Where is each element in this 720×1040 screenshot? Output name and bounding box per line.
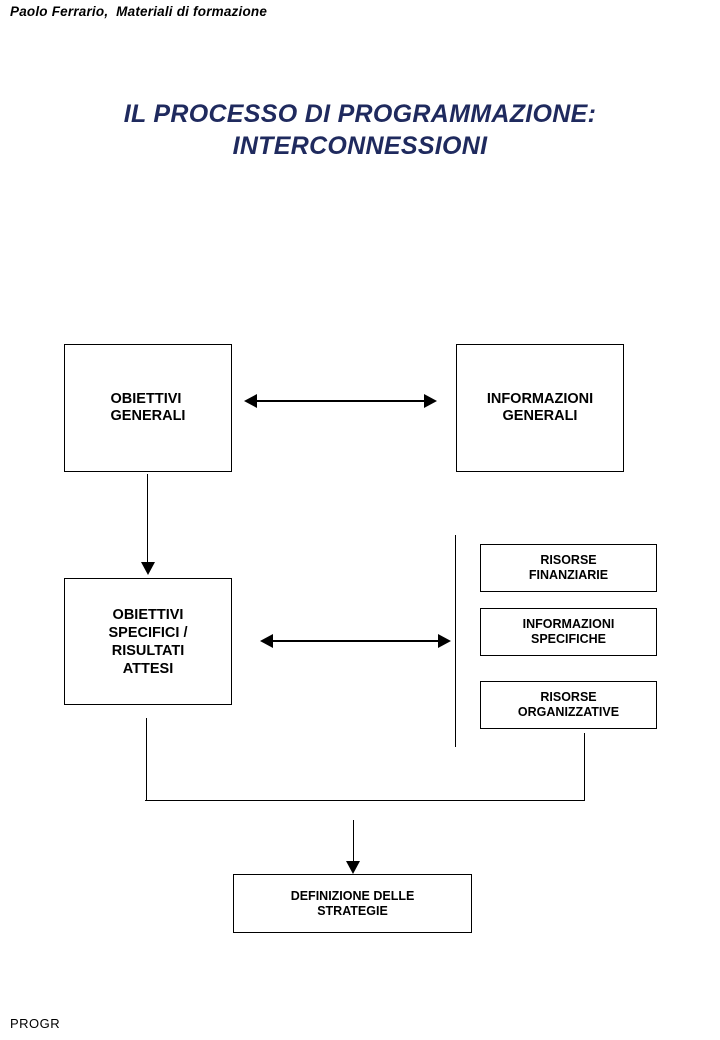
node-risorse-finanziarie-label: RISORSE FINANZIARIE <box>528 553 609 582</box>
node-definizione-strategie: DEFINIZIONE DELLE STRATEGIE <box>233 874 472 933</box>
arrow-head-right-icon <box>424 394 437 408</box>
node-obiettivi-specifici: OBIETTIVI SPECIFICI / RISULTATI ATTESI <box>64 578 232 705</box>
page-title-line-1: IL PROCESSO DI PROGRAMMAZIONE: <box>123 100 597 128</box>
node-definizione-strategie-label: DEFINIZIONE DELLE STRATEGIE <box>290 888 415 918</box>
arrow-head-down-icon <box>346 861 360 874</box>
node-risorse-organizzative: RISORSE ORGANIZZATIVE <box>480 681 657 729</box>
footer-label: PROGR <box>10 1016 61 1031</box>
node-obiettivi-specifici-label: OBIETTIVI SPECIFICI / RISULTATI ATTESI <box>108 606 188 677</box>
node-risorse-organizzative-label: RISORSE ORGANIZZATIVE <box>517 690 620 719</box>
arrow-head-right-icon <box>438 634 451 648</box>
merge-connector-left-segment <box>146 718 147 801</box>
merge-connector-right-segment <box>584 733 585 801</box>
node-obiettivi-generali: OBIETTIVI GENERALI <box>64 344 232 472</box>
node-risorse-finanziarie: RISORSE FINANZIARIE <box>480 544 657 592</box>
arrow-head-left-icon <box>244 394 257 408</box>
node-obiettivi-generali-label: OBIETTIVI GENERALI <box>110 391 186 424</box>
author-materials-note: Paolo Ferrario, Materiali di formazione <box>10 4 268 19</box>
edge-line <box>256 400 424 402</box>
risorse-group-bracket-line <box>455 535 456 747</box>
node-informazioni-generali: INFORMAZIONI GENERALI <box>456 344 624 472</box>
node-informazioni-generali-label: INFORMAZIONI GENERALI <box>486 391 594 424</box>
edge-line <box>272 640 438 642</box>
node-informazioni-specifiche-label: INFORMAZIONI SPECIFICHE <box>522 617 615 646</box>
arrow-head-left-icon <box>260 634 273 648</box>
edge-line <box>353 820 354 864</box>
node-informazioni-specifiche: INFORMAZIONI SPECIFICHE <box>480 608 657 656</box>
page-title-line-2: INTERCONNESSIONI <box>232 132 488 160</box>
arrow-head-down-icon <box>141 562 155 575</box>
merge-connector-bottom-segment <box>145 800 585 801</box>
edge-line <box>147 474 148 564</box>
page-title: IL PROCESSO DI PROGRAMMAZIONE: INTERCONN… <box>40 98 680 162</box>
